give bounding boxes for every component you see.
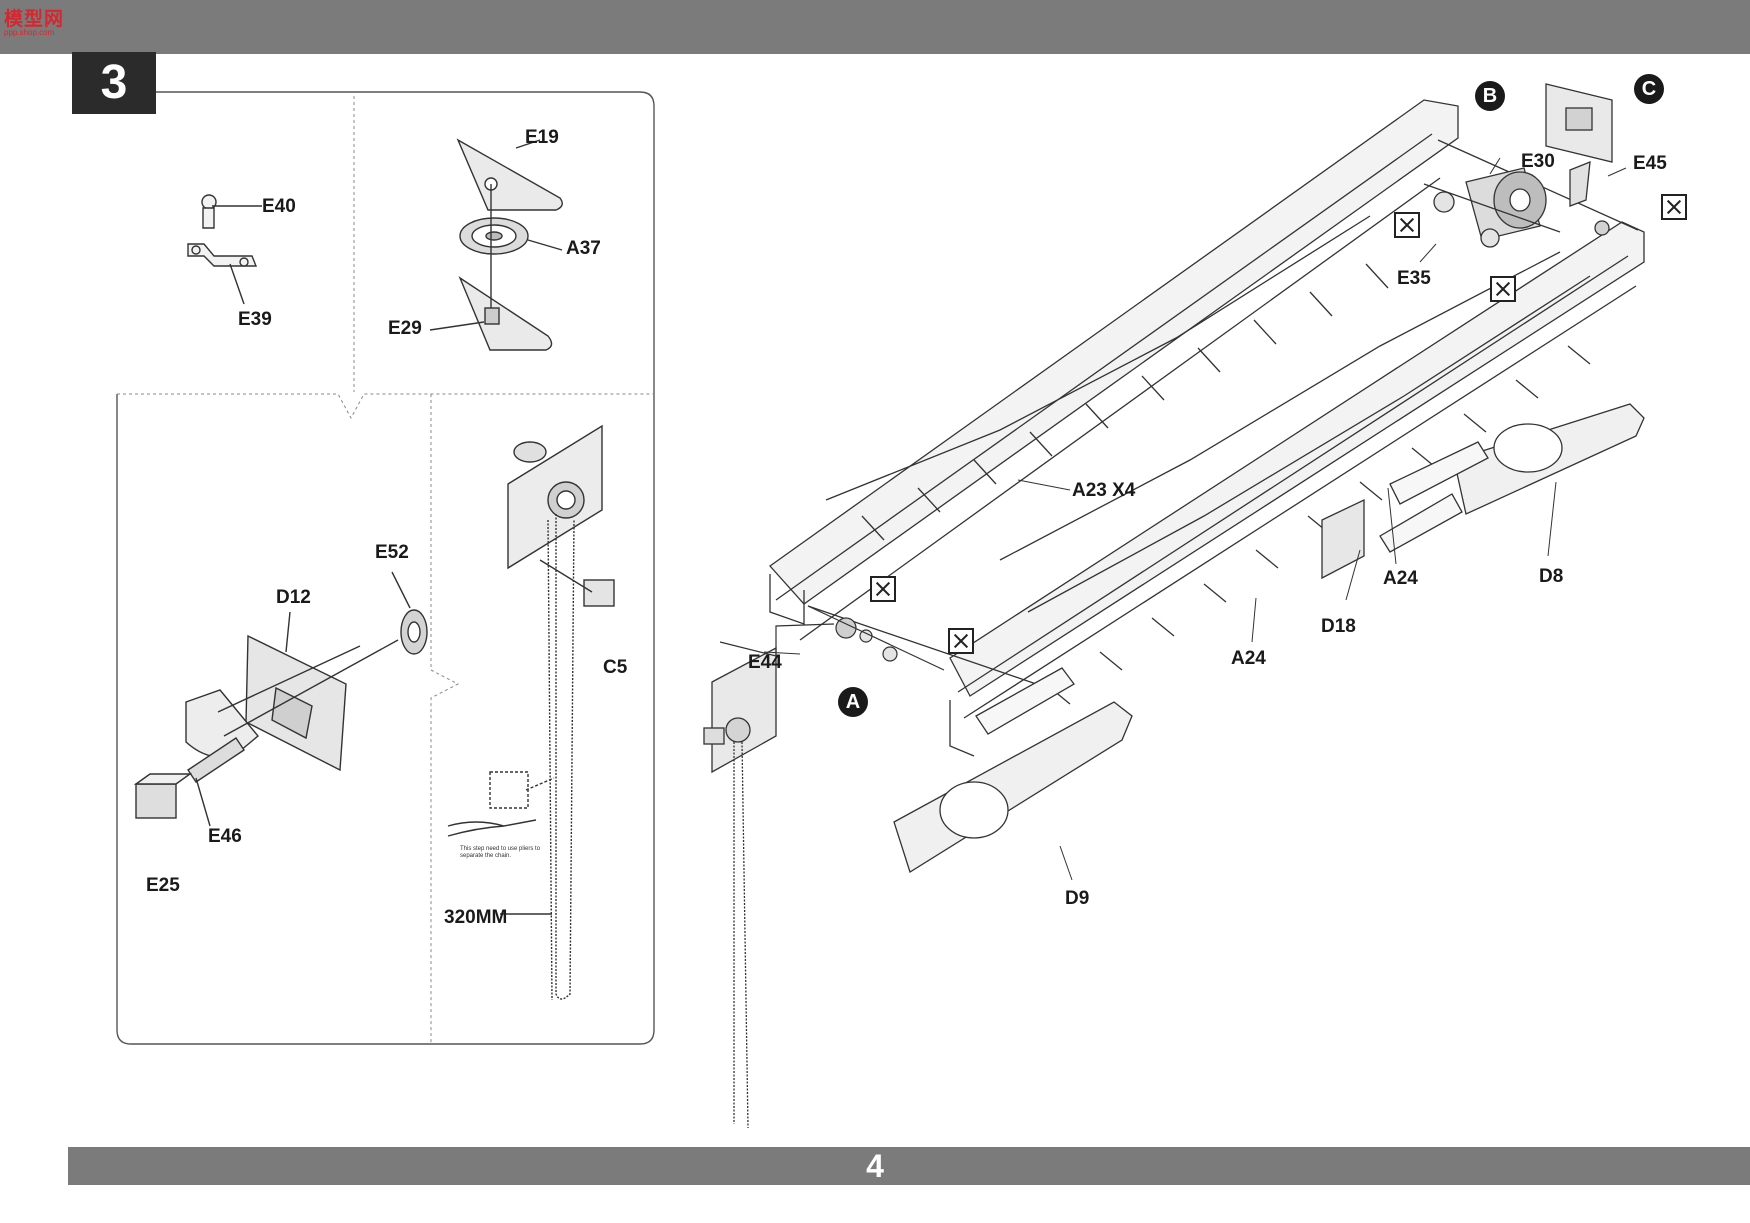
label-e52: E52 xyxy=(375,542,409,563)
no-cement-icon xyxy=(1490,276,1516,302)
label-a24-right: A24 xyxy=(1383,568,1418,589)
label-e39: E39 xyxy=(238,309,272,330)
d12-e52-e46-e25-parts xyxy=(133,571,428,827)
label-e46: E46 xyxy=(208,826,242,847)
header-band xyxy=(0,0,1750,54)
label-c5: C5 xyxy=(603,657,628,678)
front-hoist-chain xyxy=(703,646,777,1129)
callout-b: B xyxy=(1475,81,1505,111)
label-d9: D9 xyxy=(1065,888,1090,909)
no-cement-icon xyxy=(948,628,974,654)
inset-panel-frame xyxy=(116,91,655,1045)
callout-c: C xyxy=(1634,74,1664,104)
site-logo: 模型网 ppp.shop.com xyxy=(4,4,68,42)
e44-gear-assembly xyxy=(719,605,945,671)
inset-dividers xyxy=(117,96,654,1044)
label-e19: E19 xyxy=(525,127,559,148)
label-e40: E40 xyxy=(262,196,296,217)
main-chassis-frame xyxy=(769,99,1645,757)
e19-a37-e29-parts xyxy=(429,138,563,351)
label-e44: E44 xyxy=(748,652,782,673)
no-cement-icon xyxy=(870,576,896,602)
no-cement-icon xyxy=(1394,212,1420,238)
callout-a: A xyxy=(838,687,868,717)
d18-plate xyxy=(1321,498,1365,580)
e39-e40-parts xyxy=(187,194,262,305)
label-e35: E35 xyxy=(1397,268,1431,289)
no-cement-icon xyxy=(1661,194,1687,220)
rear-gearbox-e30 xyxy=(1545,83,1613,236)
leader-lines xyxy=(763,157,1627,881)
step-number-badge: 3 xyxy=(72,52,156,114)
page-number: 4 xyxy=(866,1148,884,1184)
chain-note: This step need to use pliers to separate… xyxy=(460,846,541,859)
logo-text: 模型网 xyxy=(4,9,65,30)
label-a23x4: A23 X4 xyxy=(1072,480,1136,501)
label-e45: E45 xyxy=(1633,153,1667,174)
label-a37: A37 xyxy=(566,238,601,259)
label-chain-length: 320MM xyxy=(444,907,508,928)
d9-d8-floor-frames xyxy=(893,403,1645,873)
chain-hoist-part xyxy=(447,424,615,1001)
label-e30: E30 xyxy=(1521,151,1555,172)
label-e29: E29 xyxy=(388,318,422,339)
winch-drum-e35 xyxy=(1423,167,1561,248)
label-d12: D12 xyxy=(276,587,311,608)
label-e25: E25 xyxy=(146,875,180,896)
label-a24-left: A24 xyxy=(1231,648,1266,669)
label-d18: D18 xyxy=(1321,616,1356,637)
footer-band xyxy=(68,1147,1750,1185)
logo-subtext: ppp.shop.com xyxy=(4,28,55,37)
label-d8: D8 xyxy=(1539,566,1564,587)
